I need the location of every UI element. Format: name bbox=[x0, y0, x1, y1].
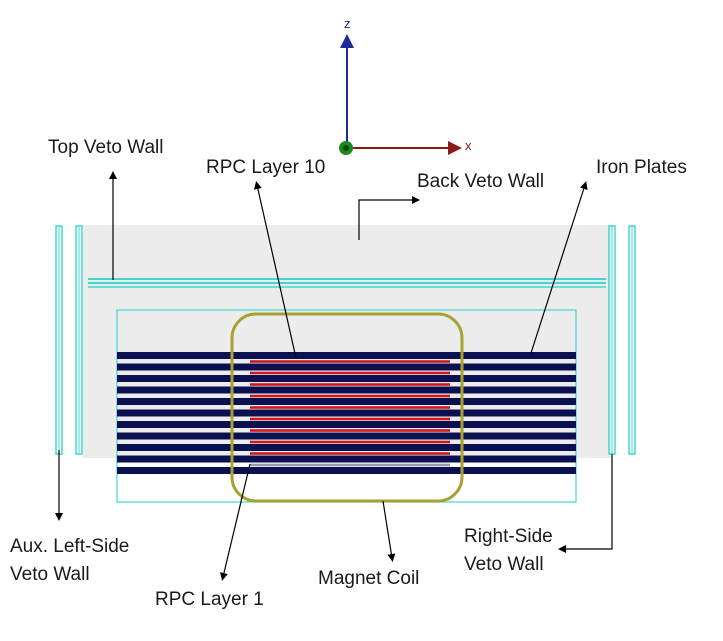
iron-plate-10 bbox=[117, 455, 576, 463]
iron-plate-3 bbox=[117, 375, 576, 382]
label-magnet-coil: Magnet Coil bbox=[318, 568, 419, 589]
back-veto-wall-pointer bbox=[358, 196, 420, 240]
label-top-veto-wall: Top Veto Wall bbox=[48, 137, 163, 158]
iron-plate-9 bbox=[117, 444, 576, 451]
label-right-side-line1: Right-Side bbox=[464, 526, 553, 547]
rpc-layer-3 bbox=[250, 440, 450, 444]
rpc-layer-4 bbox=[250, 429, 450, 432]
z-axis-label: z bbox=[344, 16, 351, 31]
iron-plate-4 bbox=[117, 386, 576, 394]
rpc-layer-1 bbox=[250, 463, 450, 467]
iron-plate-5 bbox=[117, 398, 576, 405]
iron-plates bbox=[117, 352, 576, 474]
right-side-pointer bbox=[558, 454, 613, 553]
top-veto-wall bbox=[88, 278, 606, 288]
magnet-coil bbox=[230, 312, 464, 503]
label-rpc-layer-1: RPC Layer 1 bbox=[155, 589, 264, 610]
axes-gizmo: z x bbox=[339, 16, 472, 155]
callout-lines bbox=[55, 171, 613, 581]
iron-plate-11 bbox=[117, 467, 576, 474]
rpc-layer-7 bbox=[250, 394, 450, 398]
iron-plate-1 bbox=[117, 352, 576, 359]
rpc-layer-6 bbox=[250, 406, 450, 409]
label-right-side-line2: Veto Wall bbox=[464, 554, 544, 575]
rpc-layer-10 bbox=[250, 360, 450, 363]
rpc-layer-10-pointer bbox=[253, 181, 297, 359]
label-aux-left-side-line1: Aux. Left-Side bbox=[10, 536, 129, 557]
magnet-coil-pointer bbox=[382, 500, 396, 562]
z-axis-arrowhead bbox=[340, 34, 354, 48]
rpc-layer-1-pointer bbox=[220, 463, 251, 581]
iron-plate-2 bbox=[117, 363, 576, 371]
right-side-veto-wall bbox=[608, 225, 636, 455]
x-axis-label: x bbox=[465, 138, 472, 153]
rpc-layer-9 bbox=[250, 371, 450, 375]
rpc-layers bbox=[250, 360, 450, 467]
label-aux-left-side-line2: Veto Wall bbox=[10, 564, 90, 585]
rpc-layer-5 bbox=[250, 417, 450, 421]
iron-plates-pointer bbox=[530, 181, 588, 354]
label-back-veto-wall: Back Veto Wall bbox=[417, 171, 544, 192]
label-iron-plates: Iron Plates bbox=[596, 157, 687, 178]
aux-left-side-veto-wall bbox=[55, 225, 83, 455]
iron-plate-8 bbox=[117, 432, 576, 440]
rpc-layer-8 bbox=[250, 383, 450, 386]
iron-plate-7 bbox=[117, 421, 576, 428]
iron-plate-6 bbox=[117, 409, 576, 417]
x-axis-arrowhead bbox=[448, 141, 462, 155]
label-rpc-layer-10: RPC Layer 10 bbox=[206, 157, 325, 178]
rpc-layer-2 bbox=[250, 452, 450, 455]
